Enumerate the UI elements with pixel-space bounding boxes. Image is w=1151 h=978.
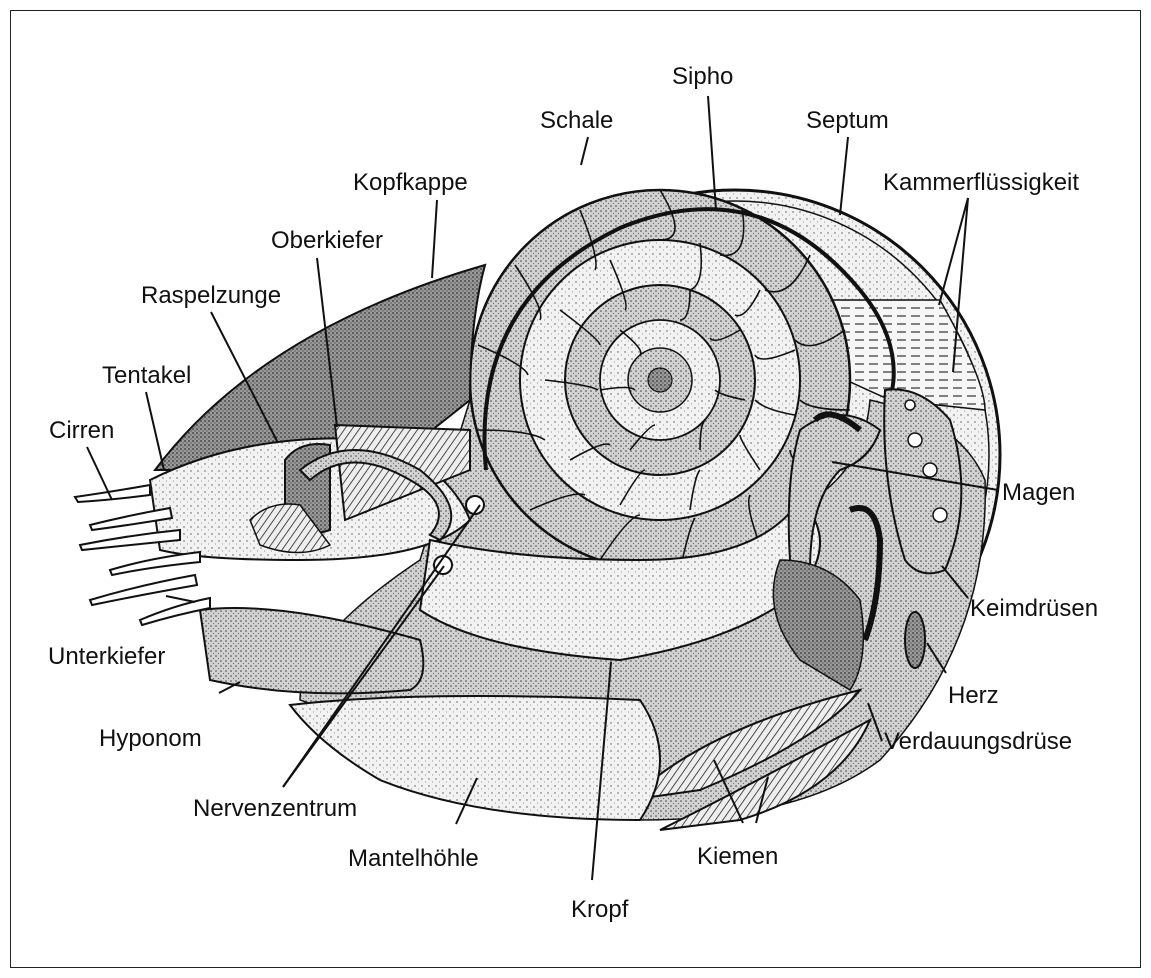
label-kammerfluessigkeit: Kammerflüssigkeit	[883, 169, 1079, 196]
label-septum: Septum	[806, 107, 889, 134]
label-raspelzunge: Raspelzunge	[141, 282, 281, 309]
label-hyponom: Hyponom	[99, 725, 202, 752]
label-kropf: Kropf	[571, 896, 629, 923]
label-tentakel: Tentakel	[102, 362, 191, 389]
label-kopfkappe: Kopfkappe	[353, 169, 468, 196]
label-sipho: Sipho	[672, 63, 733, 90]
label-keimdruesen: Keimdrüsen	[970, 595, 1098, 622]
label-magen: Magen	[1002, 479, 1075, 506]
label-schale: Schale	[540, 107, 613, 134]
label-kiemen: Kiemen	[697, 843, 778, 870]
label-herz: Herz	[948, 682, 999, 709]
heart-shape	[905, 612, 925, 668]
label-nervenzentrum: Nervenzentrum	[193, 795, 357, 822]
label-oberkiefer: Oberkiefer	[271, 227, 383, 254]
label-verdauungsdruese: Verdauungsdrüse	[884, 728, 1072, 755]
label-mantelhoehle: Mantelhöhle	[348, 845, 479, 872]
label-cirren: Cirren	[49, 417, 114, 444]
label-unterkiefer: Unterkiefer	[48, 643, 165, 670]
